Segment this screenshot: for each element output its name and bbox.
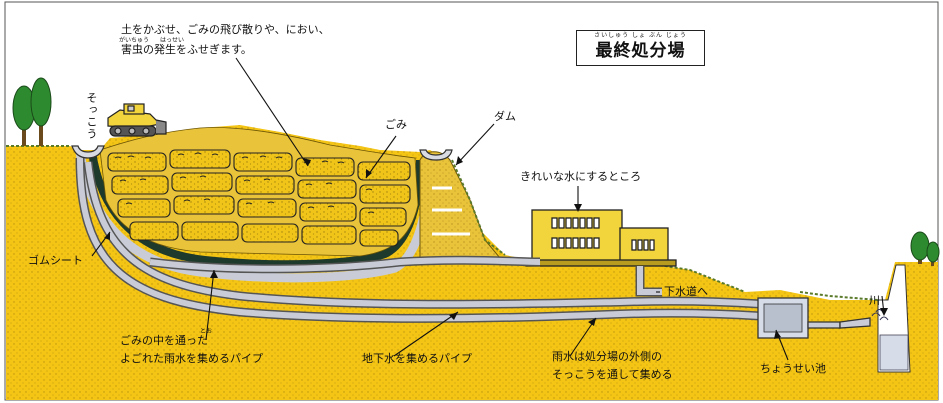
- label-cover-soil-line2: 害虫の発生をふせぎます。: [121, 43, 252, 56]
- label-cover-soil-ruby1: がいちゅう: [119, 37, 150, 44]
- label-dam: ダム: [494, 110, 516, 123]
- label-groundwater-pipe: 地下水を集めるパイプ: [362, 352, 472, 365]
- bulldozer-icon: [107, 103, 167, 137]
- label-rainwater-line1: 雨水は処分場の外側の: [552, 350, 662, 363]
- title-box: さいしゅう しょ ぶん じょう 最終処分場: [576, 30, 705, 66]
- tree-icon: [910, 231, 940, 266]
- dam-channel: [419, 149, 453, 161]
- dam-texture: [420, 151, 500, 258]
- label-leachate-line2: よごれた雨水を集めるパイプ: [120, 352, 263, 365]
- title-ruby: さいしゅう しょ ぶん じょう: [594, 32, 687, 39]
- arrow-heads: [104, 156, 888, 339]
- label-adjust-pond: ちょうせい池: [760, 362, 826, 375]
- building-icon: [525, 209, 677, 267]
- page-title: 最終処分場: [595, 41, 686, 61]
- tree-icon: [12, 77, 52, 146]
- label-sewer: 下水道へ: [664, 285, 708, 298]
- label-rainwater-line2: そっこうを通して集める: [552, 368, 673, 381]
- label-cover-soil-ruby2: はっせい: [160, 37, 185, 44]
- dam-layers: [432, 186, 470, 236]
- label-gomi: ごみ: [385, 118, 407, 131]
- label-leachate-line1: ごみの中を通った: [120, 334, 208, 347]
- river-water: [879, 334, 909, 371]
- label-treatment-plant: きれいな水にするところ: [520, 170, 642, 183]
- label-leachate-ruby: とお: [200, 328, 213, 335]
- label-river: 川: [869, 294, 880, 307]
- label-sokkou: そっこう: [85, 92, 98, 140]
- cell-markings: [114, 152, 375, 214]
- label-cover-soil-line1: 土をかぶせ、ごみの飛び散りや、におい、: [121, 23, 330, 36]
- garbage-cells: [107, 149, 411, 247]
- sokkou-trench: [71, 145, 105, 159]
- adjustment-pond: [757, 297, 871, 339]
- label-rubber-sheet: ゴムシート: [28, 254, 83, 267]
